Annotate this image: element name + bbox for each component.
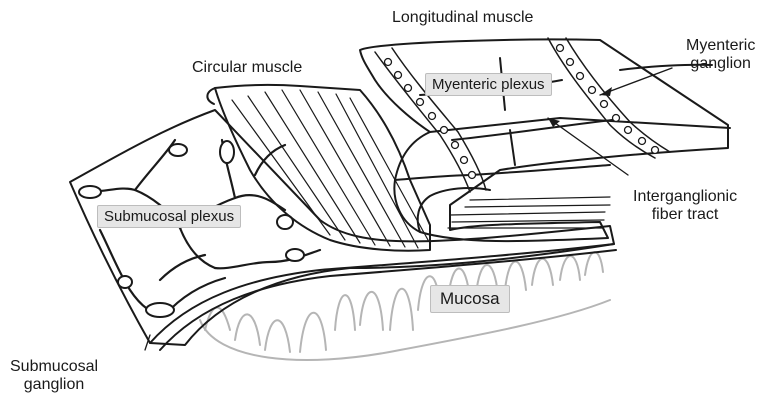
label-myenteric-ganglion-line2: ganglion [686,55,755,73]
label-circular-muscle: Circular muscle [192,59,302,77]
label-submucosal-ganglion-line1: Submucosal [10,358,98,376]
label-myenteric-plexus: Myenteric plexus [425,73,552,96]
ganglion-cells [385,45,659,179]
mucosa-villi [200,252,610,360]
label-mucosa: Mucosa [430,285,510,313]
label-myenteric-ganglion: Myenteric ganglion [686,37,755,74]
label-submucosal-ganglion: Submucosal ganglion [10,358,98,395]
label-interganglionic-fiber-tract: Interganglionic fiber tract [633,188,737,225]
label-longitudinal-muscle: Longitudinal muscle [392,9,533,27]
label-interganglionic-line1: Interganglionic [633,188,737,206]
label-myenteric-ganglion-line1: Myenteric [686,37,755,55]
label-interganglionic-line2: fiber tract [633,206,737,224]
label-submucosal-plexus: Submucosal plexus [97,205,241,228]
label-submucosal-ganglion-line2: ganglion [10,376,98,394]
